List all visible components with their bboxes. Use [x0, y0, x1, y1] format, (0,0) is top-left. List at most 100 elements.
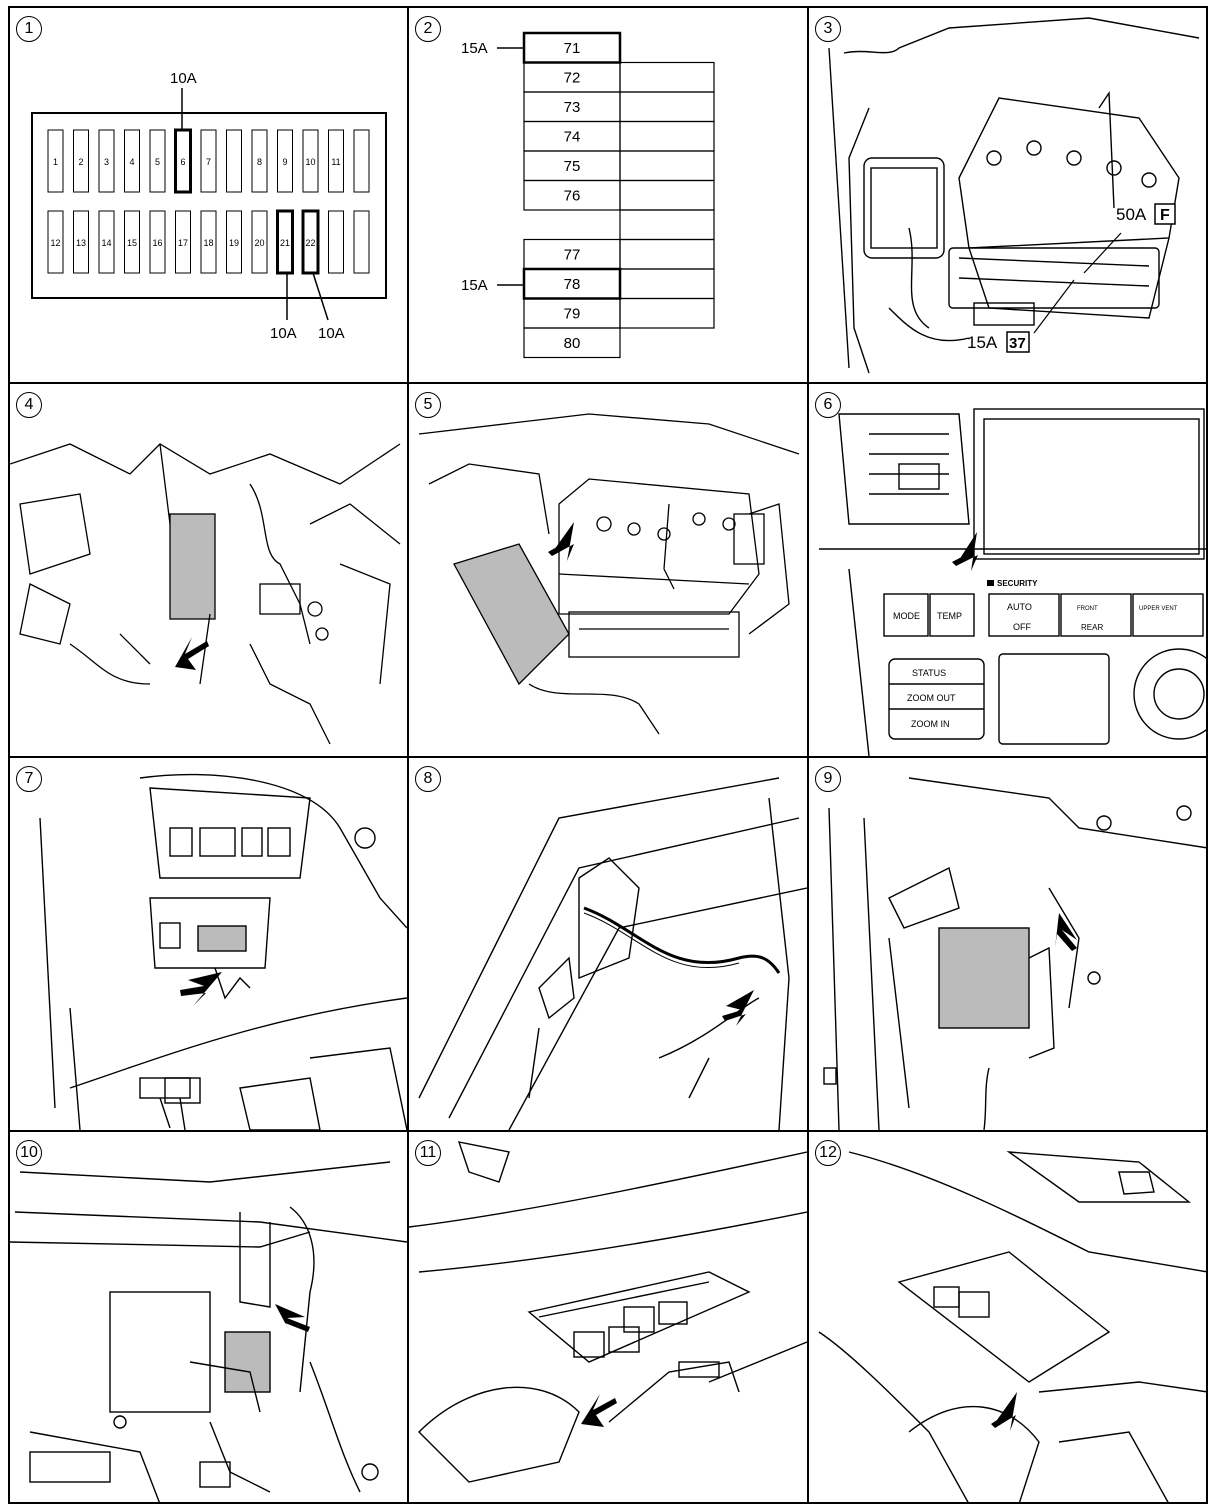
divider — [10, 1130, 1206, 1132]
fuse-number: 15 — [127, 238, 137, 248]
fuse-rating-label: 10A — [318, 325, 345, 342]
panel-11-driver-door-switch: 11 — [409, 1132, 807, 1504]
fuse-rating-label: 10A — [170, 70, 197, 87]
fuse-number: 10 — [305, 157, 315, 167]
fuse-number: 16 — [152, 238, 162, 248]
fuse-slot-empty — [619, 209, 715, 241]
divider — [407, 8, 409, 1502]
fuse-slot — [149, 129, 166, 193]
fuse-slot — [98, 129, 115, 193]
lower-dash-drawing — [39, 773, 407, 1130]
fuse-number: 78 — [564, 276, 581, 293]
fuse-slot — [328, 210, 344, 274]
panel-10-steering-column: 10 — [10, 1132, 407, 1504]
panel-number: 12 — [815, 1140, 841, 1166]
fuse-slot — [302, 129, 319, 193]
divider — [807, 8, 809, 1502]
fuse-rating-label: 15A — [461, 277, 488, 294]
panel-number: 1 — [16, 16, 42, 42]
panel-number: 4 — [16, 392, 42, 418]
fuse-number: 18 — [203, 238, 213, 248]
fuse-slot — [175, 210, 191, 274]
panel-8-door-harness: 8 — [409, 758, 807, 1130]
divider — [10, 756, 1206, 758]
fuse-slot-empty — [619, 179, 715, 211]
fuse-slot-empty — [619, 91, 715, 123]
fuse-number: 21 — [280, 238, 290, 248]
battery-area-drawing — [418, 413, 800, 735]
fuse-number: 6 — [180, 157, 185, 167]
fuse-number: 4 — [129, 157, 134, 167]
fuse-number: 72 — [564, 70, 581, 87]
driver-door-switch-drawing — [409, 1141, 807, 1483]
fuse-number: 71 — [564, 40, 581, 57]
fuse-slot-empty — [619, 61, 715, 93]
fuse-slot-empty — [619, 238, 715, 270]
fuse-slot — [301, 209, 320, 275]
fuse-number: 77 — [564, 247, 581, 264]
fuse-number: 17 — [178, 238, 188, 248]
panel-number: 5 — [415, 392, 441, 418]
panel-4-under-dash: 4 — [10, 384, 407, 756]
fuse-slot — [226, 210, 242, 274]
panel-number: 3 — [815, 16, 841, 42]
fuse-slot — [47, 129, 64, 193]
fuse-box — [523, 327, 621, 359]
fuse-number: 22 — [305, 238, 315, 248]
panel-number: 11 — [415, 1140, 441, 1166]
fuse-number: 3 — [104, 157, 109, 167]
fuse-number: 73 — [564, 99, 581, 116]
panel-12-passenger-door-switch: 12 — [809, 1132, 1208, 1504]
climate-panel-drawing — [819, 408, 1208, 756]
under-dash-drawing — [10, 443, 401, 745]
fuse-slot-empty — [619, 150, 715, 182]
fuse-number: 75 — [564, 158, 581, 175]
fuse-number: 7 — [206, 157, 211, 167]
fuse-slot — [251, 210, 268, 274]
panel-number: 7 — [16, 766, 42, 792]
fuse-number: 1 — [53, 157, 58, 167]
passenger-door-switch-drawing — [818, 1151, 1208, 1504]
fuse-slot — [276, 209, 294, 275]
divider — [10, 382, 1206, 384]
fuse-number: 12 — [50, 238, 60, 248]
panel-number: 9 — [815, 766, 841, 792]
fuse-slot — [353, 129, 370, 193]
fuse-slot-empty — [619, 120, 715, 152]
fuse-slot — [174, 128, 192, 194]
panel-7-lower-dash: 7 — [10, 758, 407, 1130]
fuse-number: 13 — [76, 238, 86, 248]
panel-number: 10 — [16, 1140, 42, 1166]
fuse-slot — [251, 129, 268, 193]
fuse-number: 14 — [101, 238, 111, 248]
fuse-slot — [124, 210, 140, 274]
fuse-number: 8 — [257, 157, 262, 167]
fuse-number: 9 — [282, 157, 287, 167]
fuse-slot — [226, 129, 242, 193]
module-location-drawing — [823, 777, 1208, 1130]
fuse-number: 2 — [78, 157, 83, 167]
steering-column-drawing — [10, 1161, 407, 1504]
fuse-number: 74 — [564, 129, 581, 146]
fuse-slot — [98, 210, 115, 274]
engine-room-drawing — [828, 17, 1200, 374]
fuse-number: 19 — [229, 238, 239, 248]
fuse-number: 76 — [564, 188, 581, 205]
panel-number: 6 — [815, 392, 841, 418]
panel-5-battery-area: 5 — [409, 384, 807, 756]
fuse-slot — [200, 210, 217, 274]
fuse-slot — [200, 129, 217, 193]
fuse-rating-label: 10A — [270, 325, 297, 342]
fuse-number: 20 — [254, 238, 264, 248]
panel-number: 8 — [415, 766, 441, 792]
fuse-slot — [149, 210, 166, 274]
fuse-slot — [47, 210, 64, 274]
fuse-slot — [328, 129, 344, 193]
fuse-number: 5 — [155, 157, 160, 167]
panel-9-module-location: 9 — [809, 758, 1208, 1130]
